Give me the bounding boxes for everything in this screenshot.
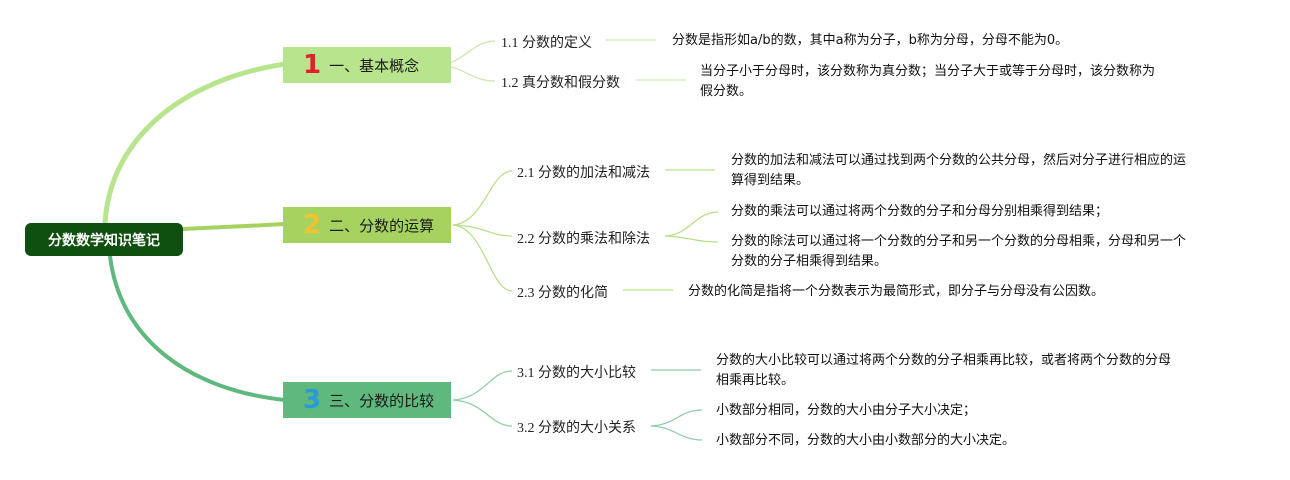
detail-3-2-a: 小数部分相同，分数的大小由分子大小决定；	[716, 403, 977, 418]
topic-2-2[interactable]: 2.2 分数的乘法和除法	[517, 232, 650, 247]
branch-label: 二、分数的运算	[329, 216, 435, 235]
detail-1-2: 当分子小于分母时，该分数称为真分数；当分子大于或等于分母时，该分数称为 假分数。	[700, 64, 1156, 99]
topic-3-2[interactable]: 3.2 分数的大小关系	[517, 421, 636, 436]
topic-3-1[interactable]: 3.1 分数的大小比较	[517, 366, 636, 381]
topic-1-1[interactable]: 1.1 分数的定义	[501, 36, 592, 51]
detail-2-3: 分数的化简是指将一个分数表示为最简形式，即分子与分母没有公因数。	[688, 284, 1105, 299]
detail-2-2-b: 分数的除法可以通过将一个分数的分子和另一个分数的分母相乘，分母和另一个 分数的分…	[731, 234, 1187, 269]
root-node[interactable]: 分数数学知识笔记	[25, 223, 183, 256]
branch-label: 三、分数的比较	[329, 391, 435, 410]
detail-2-1: 分数的加法和减法可以通过找到两个分数的公共分母，然后对分子进行相应的运 算得到结…	[731, 153, 1187, 188]
detail-1-1: 分数是指形如a/b的数，其中a称为分子，b称为分母，分母不能为0。	[672, 33, 1069, 48]
topic-1-2[interactable]: 1.2 真分数和假分数	[501, 76, 620, 91]
number-two-icon: 2	[303, 210, 322, 240]
branch-operations[interactable]: 2 二、分数的运算	[283, 207, 451, 243]
branch-basic-concepts[interactable]: 1 一、基本概念	[283, 47, 451, 83]
root-label: 分数数学知识笔记	[48, 232, 160, 249]
branch-comparison[interactable]: 3 三、分数的比较	[283, 382, 451, 418]
detail-3-1: 分数的大小比较可以通过将两个分数的分子相乘再比较，或者将两个分数的分母 相乘再比…	[716, 353, 1172, 388]
topic-2-1[interactable]: 2.1 分数的加法和减法	[517, 166, 650, 181]
detail-2-2-a: 分数的乘法可以通过将两个分数的分子和分母分别相乘得到结果；	[731, 204, 1109, 219]
detail-3-2-b: 小数部分不同，分数的大小由小数部分的大小决定。	[716, 433, 1016, 448]
branch-label: 一、基本概念	[329, 56, 420, 75]
number-three-icon: 3	[303, 385, 322, 415]
topic-2-3[interactable]: 2.3 分数的化简	[517, 286, 608, 301]
number-one-icon: 1	[303, 50, 322, 80]
